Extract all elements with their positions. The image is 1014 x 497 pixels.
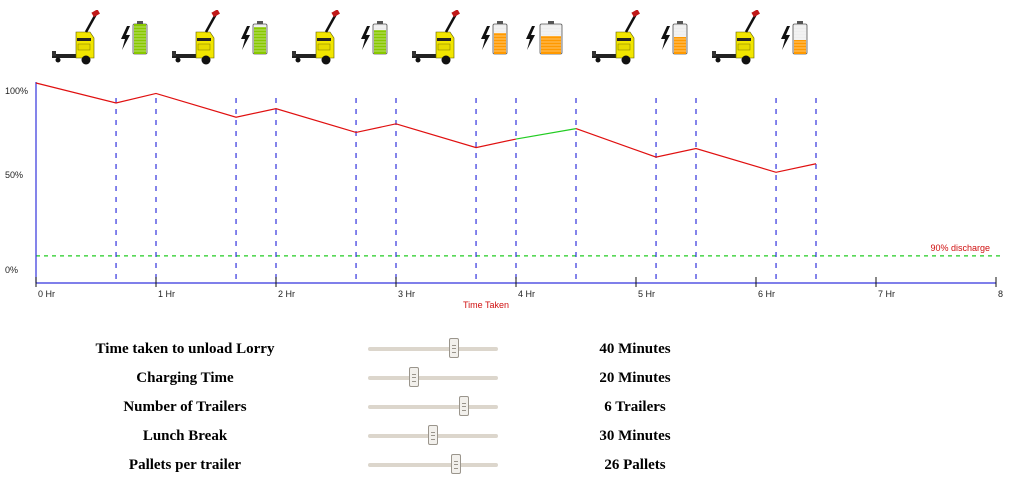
control-label: Time taken to unload Lorry (95, 341, 275, 357)
slider-thumb[interactable] (459, 396, 470, 416)
control-label: Charging Time (136, 370, 234, 386)
control-row: Lunch Break 30 Minutes (0, 423, 1014, 452)
equipment-icon-row (0, 0, 1014, 80)
header-icon-slot (170, 9, 220, 71)
control-row: Charging Time 20 Minutes (0, 365, 1014, 394)
header-icon-slot (525, 18, 565, 63)
header-icon-slot (660, 18, 694, 63)
slider-thumb[interactable] (428, 425, 438, 445)
slider-thumb[interactable] (408, 367, 419, 387)
y-tick-label: 0% (5, 265, 18, 275)
discharge-series-line (575, 128, 817, 173)
threshold-label: 90% discharge (930, 243, 990, 253)
control-row: Pallets per trailer 26 Pallets (0, 452, 1014, 481)
discharge-series-line (35, 82, 517, 149)
control-value: 30 Minutes (599, 428, 671, 444)
pallet-truck-icon (292, 9, 340, 65)
x-tick-label: 1 Hr (158, 289, 175, 299)
slider-track[interactable] (368, 347, 498, 351)
event-lines-layer (115, 98, 817, 281)
pallet-truck-icon (592, 9, 640, 65)
x-tick-label: 3 Hr (398, 289, 415, 299)
x-tick-label: 5 Hr (638, 289, 655, 299)
charge-series-line (515, 128, 577, 140)
control-label: Pallets per trailer (128, 457, 242, 473)
axes-layer (35, 82, 997, 287)
battery-charging-wide-icon (526, 21, 563, 55)
header-icon-slot (240, 18, 274, 63)
control-slider[interactable] (368, 423, 498, 449)
pallet-truck-icon (412, 9, 460, 65)
pallet-truck-icon (712, 9, 760, 65)
control-slider[interactable] (368, 394, 498, 420)
series-layer (35, 82, 817, 173)
header-icon-slot (590, 9, 640, 71)
header-icon-slot (120, 18, 154, 63)
header-icon-slot (710, 9, 760, 71)
x-tick-label: 4 Hr (518, 289, 535, 299)
battery-discharge-chart: 90% discharge 0 Hr 1 Hr 2 Hr 3 Hr 4 Hr 5 Hr 6 H… (5, 82, 1003, 310)
x-tick-label: 6 Hr (758, 289, 775, 299)
header-icon-slot (480, 18, 514, 63)
slider-track[interactable] (368, 463, 498, 467)
control-label: Number of Trailers (123, 399, 247, 415)
control-row: Number of Trailers 6 Trailers (0, 394, 1014, 423)
labels-layer: 90% discharge 0 Hr 1 Hr 2 Hr 3 Hr 4 Hr 5 Hr 6 H… (5, 86, 1003, 310)
x-tick-label: 2 Hr (278, 289, 295, 299)
header-icon-slot (780, 18, 814, 63)
header-icon-slot (410, 9, 460, 71)
control-slider[interactable] (368, 365, 498, 391)
battery-charging-icon (481, 21, 508, 55)
header-icon-slot (290, 9, 340, 71)
slider-track[interactable] (368, 376, 498, 380)
battery-charging-icon (121, 21, 148, 55)
battery-charging-icon (361, 21, 388, 55)
control-label: Lunch Break (142, 428, 228, 444)
header-icon-slot (50, 9, 100, 71)
slider-track[interactable] (368, 405, 498, 409)
pallet-truck-icon (172, 9, 220, 65)
slider-thumb[interactable] (451, 454, 462, 474)
x-tick-label: 0 Hr (38, 289, 55, 299)
slider-thumb[interactable] (448, 338, 459, 358)
x-tick-label: 8 (998, 289, 1003, 299)
header-icon-slot (360, 18, 394, 63)
battery-charging-icon (661, 21, 688, 55)
battery-charging-icon (241, 21, 268, 55)
control-value: 6 Trailers (604, 399, 666, 415)
control-value: 20 Minutes (599, 370, 671, 386)
pallet-truck-icon (52, 9, 100, 65)
y-tick-label: 100% (5, 86, 28, 96)
control-slider[interactable] (368, 336, 498, 362)
control-slider[interactable] (368, 452, 498, 478)
control-value: 26 Pallets (604, 457, 666, 473)
x-axis-title: Time Taken (463, 300, 509, 310)
x-tick-label: 7 Hr (878, 289, 895, 299)
y-tick-label: 50% (5, 170, 23, 180)
control-value: 40 Minutes (599, 341, 671, 357)
control-row: Time taken to unload Lorry 40 Minutes (0, 336, 1014, 365)
battery-charging-icon (781, 21, 808, 55)
